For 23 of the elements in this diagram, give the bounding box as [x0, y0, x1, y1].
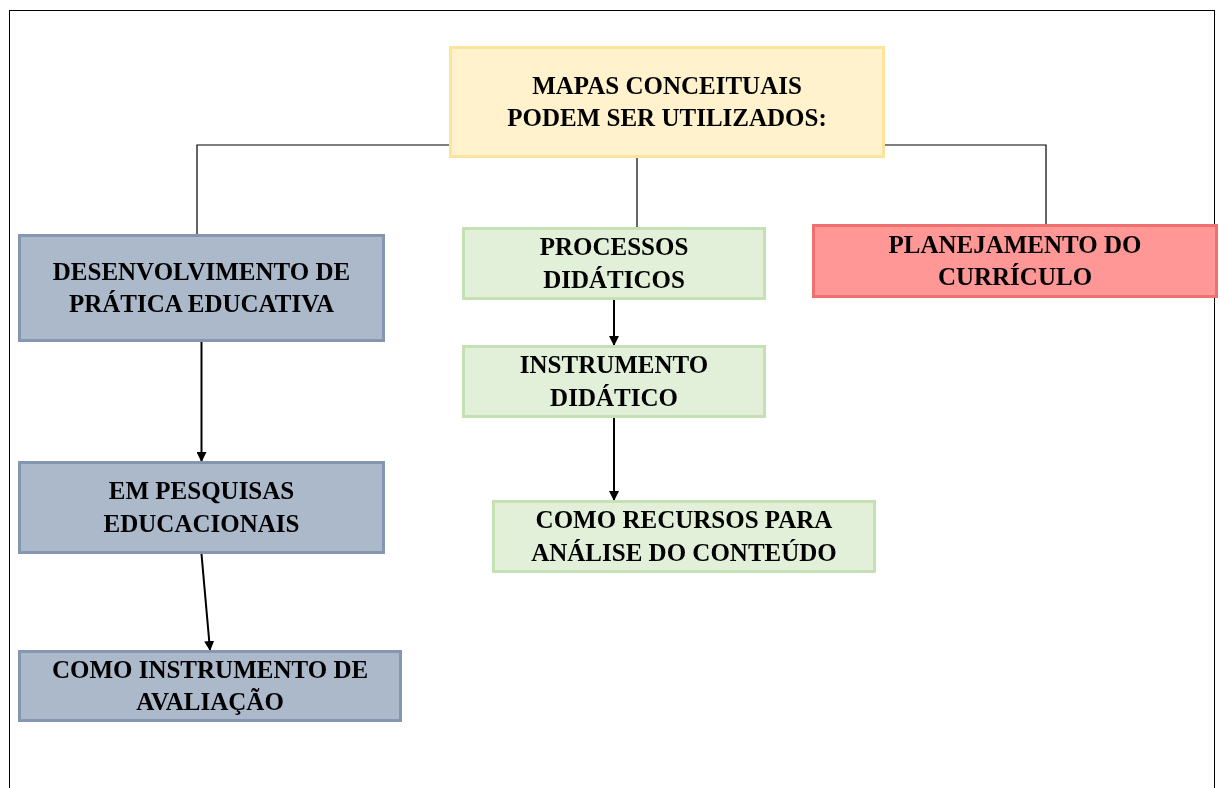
concept-text: COMO INSTRUMENTO DE AVALIAÇÃO [50, 654, 370, 717]
connector-line [884, 144, 1047, 225]
concept-text: EM PESQUISAS EDUCACIONAIS [102, 476, 301, 539]
concept-box [492, 500, 876, 573]
concept-text: MAPAS CONCEITUAIS PODEM SER UTILIZADOS: [506, 70, 828, 133]
concept-text: PLANEJAMENTO DO CURRÍCULO [887, 229, 1143, 292]
mapping-prompt-box [449, 46, 885, 158]
concept-text: COMO RECURSOS PARA ANÁLISE DO CONTEÚDO [530, 505, 838, 568]
arrow [609, 417, 619, 501]
arrow [196, 341, 207, 462]
concept-box [18, 650, 402, 722]
connector-line [196, 144, 450, 235]
concept-box [812, 224, 1218, 298]
concept-text: PROCESSOS DIDÁTICOS [538, 232, 690, 295]
arrow [609, 299, 619, 346]
concept-text: DESENVOLVIMENTO DE PRÁTICA EDUCATIVA [51, 256, 352, 319]
concept-box [462, 345, 766, 418]
concept-text: INSTRUMENTO DIDÁTICO [518, 350, 710, 413]
arrow [200, 553, 215, 651]
concept-box [18, 461, 385, 554]
concept-box [462, 227, 766, 300]
concept-box [18, 234, 385, 342]
connector-line [636, 157, 638, 228]
